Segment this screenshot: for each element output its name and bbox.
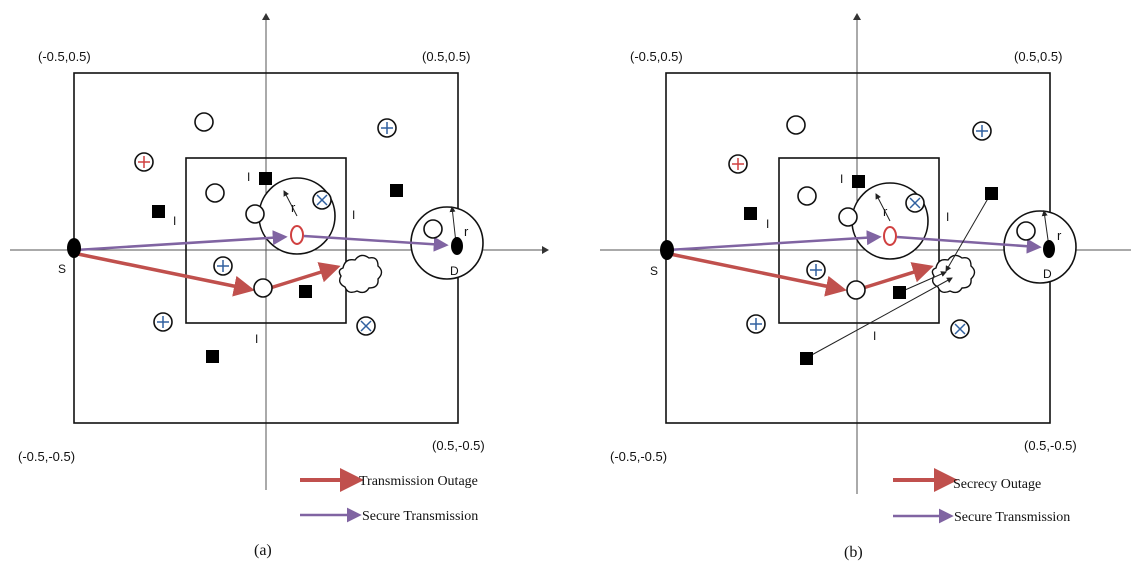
relay-node (838, 207, 858, 227)
radius-label-destination: r (464, 224, 469, 239)
interferer-label: I (766, 217, 769, 231)
cross-node (356, 316, 376, 336)
radius-label-relay: r (291, 200, 296, 215)
legend-secure-label: Secure Transmission (362, 509, 478, 524)
radius-arrow-destination (449, 206, 457, 244)
corner-label-bottom-left: (-0.5,-0.5) (610, 449, 667, 464)
radius-arrow-relay (283, 190, 298, 217)
plus-node (728, 154, 748, 174)
plus-node (746, 314, 766, 334)
interferer-label: I (840, 172, 843, 186)
plus-node (806, 260, 826, 280)
relay-node (205, 183, 225, 203)
eavesdropper-node (852, 175, 865, 188)
corner-label-top-right: (0.5,0.5) (422, 49, 470, 64)
outer-region (665, 72, 1051, 424)
selected-relay-node (290, 225, 304, 245)
destination-label: D (1043, 267, 1052, 281)
outage-arrow-2 (269, 262, 341, 290)
destination-label: D (450, 264, 459, 278)
source-node (67, 238, 81, 258)
outage-arrow-2 (862, 262, 934, 290)
eavesdrop-link (807, 277, 953, 358)
eavesdropper-node (893, 286, 906, 299)
eavesdrop-link (904, 271, 947, 291)
selected-relay-node (883, 226, 897, 246)
radius-arrow-relay (875, 193, 891, 222)
interferer-label: I (247, 170, 250, 184)
cross-node (950, 319, 970, 339)
corner-label-bottom-right: (0.5,-0.5) (1024, 438, 1077, 453)
source-node (660, 240, 674, 260)
corner-label-top-left: (-0.5,0.5) (38, 49, 91, 64)
outage-arrow-1 (669, 252, 847, 297)
eavesdropper-node (744, 207, 757, 220)
secure-arrow-2 (303, 234, 449, 252)
cross-node (312, 190, 332, 210)
plus-node (972, 121, 992, 141)
plus-node (134, 152, 154, 172)
relay-node (423, 219, 443, 239)
eavesdropper-node (390, 184, 403, 197)
corner-label-top-right: (0.5,0.5) (1014, 49, 1062, 64)
panel-b: (-0.5,0.5) (0.5,0.5) (-0.5,-0.5) (0.5,-0… (600, 13, 1131, 561)
legend-outage-label: Secrecy Outage (953, 477, 1041, 492)
eavesdropper-node (259, 172, 272, 185)
interferer-label: I (873, 329, 876, 343)
relay-node (245, 204, 265, 224)
eavesdropper-node (152, 205, 165, 218)
inner-region (185, 157, 347, 324)
interferer-label: I (946, 210, 949, 224)
destination-node (1043, 240, 1055, 258)
legend-secure-label: Secure Transmission (954, 510, 1070, 525)
eavesdrop-link (945, 194, 991, 272)
plus-node (213, 256, 233, 276)
panel-caption: (a) (254, 542, 272, 559)
legend-outage-label: Transmission Outage (359, 474, 478, 489)
secure-arrow-1 (667, 230, 882, 252)
eavesdropper-node (800, 352, 813, 365)
relay-node (253, 278, 273, 298)
radius-label-relay: r (883, 204, 888, 219)
radius-label-destination: r (1057, 228, 1062, 243)
source-label: S (58, 262, 66, 276)
cross-node (905, 193, 925, 213)
relay-node (1016, 221, 1036, 241)
relay-node (846, 280, 866, 300)
destination-protection-circle (1003, 210, 1077, 284)
relay-node (786, 115, 806, 135)
plus-node (377, 118, 397, 138)
source-label: S (650, 264, 658, 278)
interferer-label: I (255, 332, 258, 346)
outage-cloud (338, 254, 383, 294)
secure-arrow-1 (75, 230, 288, 252)
secure-arrow-2 (896, 235, 1042, 254)
outage-arrow-1 (77, 252, 255, 297)
destination-node (451, 237, 463, 255)
panel-caption: (b) (844, 544, 863, 561)
eavesdropper-node (299, 285, 312, 298)
interferer-label: I (173, 214, 176, 228)
relay-node (797, 186, 817, 206)
panel-a: (-0.5,0.5) (0.5,0.5) (-0.5,-0.5) (0.5,-0… (10, 13, 549, 559)
plus-node (153, 312, 173, 332)
eavesdropper-node (206, 350, 219, 363)
corner-label-bottom-right: (0.5,-0.5) (432, 438, 485, 453)
eavesdropper-node (985, 187, 998, 200)
interferer-label: I (352, 208, 355, 222)
relay-node (194, 112, 214, 132)
corner-label-top-left: (-0.5,0.5) (630, 49, 683, 64)
corner-label-bottom-left: (-0.5,-0.5) (18, 449, 75, 464)
